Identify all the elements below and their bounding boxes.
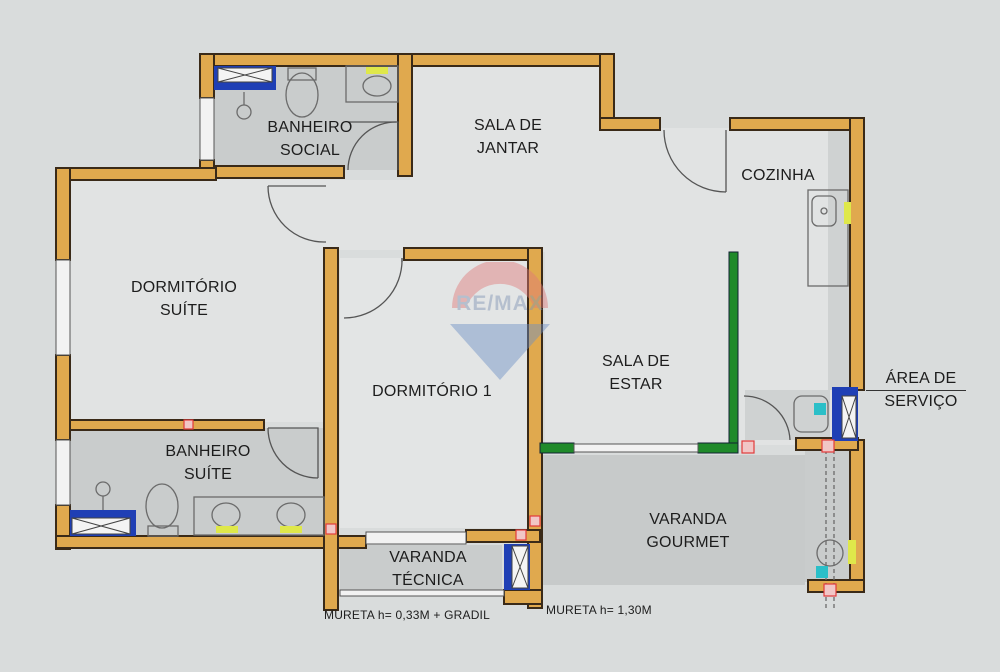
room-label-banheiro-social: BANHEIRO SOCIAL (250, 116, 370, 162)
room-label-line: VARANDA (389, 549, 467, 566)
room-label-varanda-tecnica: VARANDA TÉCNICA (368, 546, 488, 592)
room-label-line: BANHEIRO (267, 119, 353, 136)
room-label-line: COZINHA (741, 167, 815, 184)
room-label-line: TÉCNICA (392, 572, 464, 589)
note-mureta-tecnica: MURETA h= 0,33M + GRADIL (324, 608, 490, 622)
room-label-line: SOCIAL (280, 142, 340, 159)
room-label-line: SALA DE (601, 353, 671, 370)
remax-text: RE/MAX (456, 292, 544, 315)
leader-line (866, 390, 966, 391)
room-label-banheiro-suite: BANHEIRO SUÍTE (148, 440, 268, 486)
fixture-accents (216, 67, 856, 578)
room-label-area-de-servico: ÁREA DE SERVIÇO (866, 367, 976, 413)
room-label-line: SALA DE (473, 117, 543, 134)
room-label-line: JANTAR (476, 140, 540, 157)
room-label-line: VARANDA (649, 511, 727, 528)
room-label-line: SERVIÇO (884, 393, 958, 410)
room-label-cozinha: COZINHA (722, 164, 834, 187)
shafts (70, 66, 858, 590)
room-label-line: BANHEIRO (165, 443, 251, 460)
column-markers (183, 419, 837, 597)
room-label-dormitorio-1: DORMITÓRIO 1 (352, 380, 512, 403)
room-label-sala-de-jantar: SALA DE JANTAR (448, 114, 568, 160)
room-label-line: ESTAR (609, 376, 663, 393)
room-label-sala-de-estar: SALA DE ESTAR (576, 350, 696, 396)
walls (55, 53, 865, 611)
room-label-line: DORMITÓRIO 1 (372, 383, 492, 400)
windows (55, 97, 699, 597)
room-label-varanda-gourmet: VARANDA GOURMET (628, 508, 748, 554)
room-label-line: SUÍTE (183, 466, 233, 483)
note-mureta-gourmet: MURETA h= 1,30M (546, 603, 652, 617)
remax-watermark: RE/MAX (448, 260, 552, 382)
room-label-dormitorio-suite: DORMITÓRIO SUÍTE (104, 276, 264, 322)
floors (68, 62, 858, 593)
room-label-line: SUÍTE (159, 302, 209, 319)
fixtures (95, 65, 849, 610)
room-label-line: ÁREA DE (885, 370, 957, 387)
room-label-line: GOURMET (646, 534, 730, 551)
doors (267, 121, 791, 479)
room-label-line: DORMITÓRIO (131, 279, 237, 296)
